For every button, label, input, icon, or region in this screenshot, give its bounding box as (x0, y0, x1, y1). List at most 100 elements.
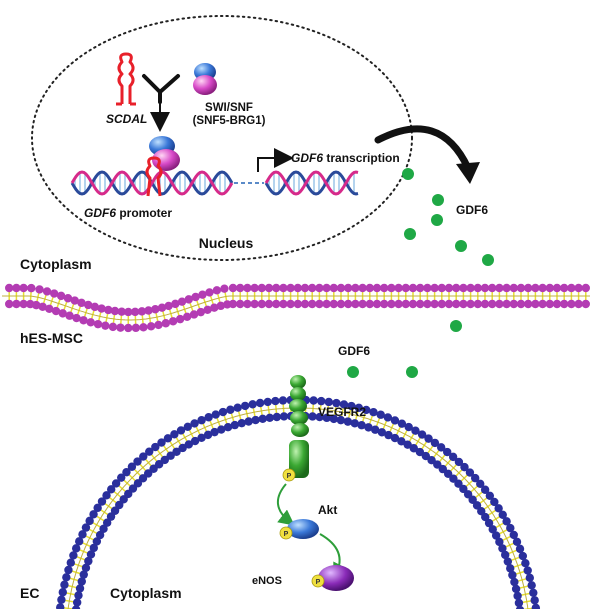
lipid-head (531, 283, 540, 293)
lipid-head (216, 301, 225, 311)
lipid-head (369, 407, 378, 417)
lipid-head (506, 523, 515, 533)
lipid-head (183, 422, 192, 432)
lipid-head (176, 426, 186, 435)
lipid-head (271, 299, 281, 309)
lipid-head (364, 423, 373, 432)
gdf6-upper-label: GDF6 (456, 203, 488, 217)
lipid-head (309, 396, 318, 405)
lipid-head (157, 303, 167, 312)
hes-msc-label: hES-MSC (20, 330, 83, 346)
lipid-head (190, 436, 200, 446)
lipid-head (552, 299, 562, 309)
lipid-head (230, 420, 240, 430)
lipid-head (226, 405, 235, 414)
lipid-head (272, 412, 282, 422)
gdf6-dot (450, 320, 462, 332)
lipid-head (423, 299, 432, 309)
lipid-head (92, 537, 102, 546)
lipid-head (95, 530, 105, 540)
lipid-head (144, 306, 153, 315)
lipid-head (278, 396, 288, 405)
lipid-head (157, 438, 166, 447)
bound-scdal-rna-icon (145, 156, 163, 197)
lipid-head (424, 434, 433, 443)
lipid-head (99, 524, 108, 534)
lipid-head (19, 299, 28, 309)
lipid-head (191, 292, 200, 302)
lipid-head (473, 283, 482, 293)
lipid-head (86, 550, 96, 559)
lipid-head (97, 497, 107, 506)
lipid-head (488, 525, 497, 534)
dna-strand (70, 170, 234, 196)
lipid-head (128, 484, 138, 493)
lipid-head (454, 457, 464, 467)
snf5-brg1-label: (SNF5-BRG1) (193, 115, 266, 127)
lipid-head (351, 283, 360, 293)
lipid-head (545, 283, 554, 293)
lipid-head (271, 396, 280, 406)
lipid-head (308, 412, 317, 421)
lipid-head (210, 303, 219, 312)
hes-msc-membrane (2, 283, 590, 333)
lipid-head (116, 323, 125, 332)
lipid-head (332, 398, 341, 408)
lipid-head (515, 605, 525, 609)
scdal-rna-icon (116, 52, 136, 106)
gdf6-lower-label: GDF6 (338, 344, 370, 358)
binding-y-connector (142, 74, 180, 104)
lipid-head (531, 603, 541, 609)
lipid-head (516, 299, 526, 309)
lipid-head (401, 283, 410, 293)
lipid-head (293, 283, 302, 293)
lipid-head (460, 462, 469, 472)
lipid-head (491, 531, 501, 540)
lipid-head (265, 413, 274, 422)
lipid-head (397, 419, 407, 428)
lipid-head (459, 299, 468, 309)
lipid-head (243, 283, 252, 293)
lipid-head (164, 301, 173, 311)
lipid-head (415, 447, 425, 457)
lipid-head (251, 415, 260, 425)
lipid-head (217, 425, 226, 434)
lipid-head (72, 598, 82, 607)
lipid-head (137, 307, 147, 316)
lipid-head (514, 598, 524, 608)
lipid-head (523, 283, 533, 293)
gdf6-transcription-label: GDF6 transcription (291, 151, 400, 165)
lipid-head (336, 299, 346, 309)
lipid-head (293, 299, 302, 309)
lipid-head (205, 288, 214, 297)
lipid-head (387, 283, 396, 293)
dna-strand (264, 170, 359, 196)
lipid-head (264, 283, 274, 293)
lipid-head (63, 294, 73, 303)
lipid-head (530, 596, 539, 605)
lipid-head (65, 311, 74, 320)
lipid-head (480, 299, 490, 309)
lipid-head (336, 415, 346, 425)
enos-phospho-label: P (316, 579, 321, 586)
lipid-head (56, 603, 65, 609)
lipid-head (508, 570, 517, 580)
nucleus-boundary (31, 15, 413, 261)
lipid-head (81, 523, 91, 532)
lipid-head (365, 283, 374, 293)
lipid-head (495, 283, 504, 293)
lipid-head (390, 416, 400, 425)
lipid-head (255, 398, 265, 408)
lipid-head (329, 414, 339, 424)
lipid-head (58, 309, 67, 318)
lipid-head (93, 503, 102, 513)
lipid-head (415, 283, 425, 293)
lipid-head (102, 518, 112, 527)
lipid-head (322, 413, 331, 423)
lipid-head (371, 425, 380, 434)
lipid-head (146, 322, 156, 331)
lipid-head (243, 299, 252, 309)
gdf6-dot (402, 168, 414, 180)
lipid-head (77, 577, 86, 586)
